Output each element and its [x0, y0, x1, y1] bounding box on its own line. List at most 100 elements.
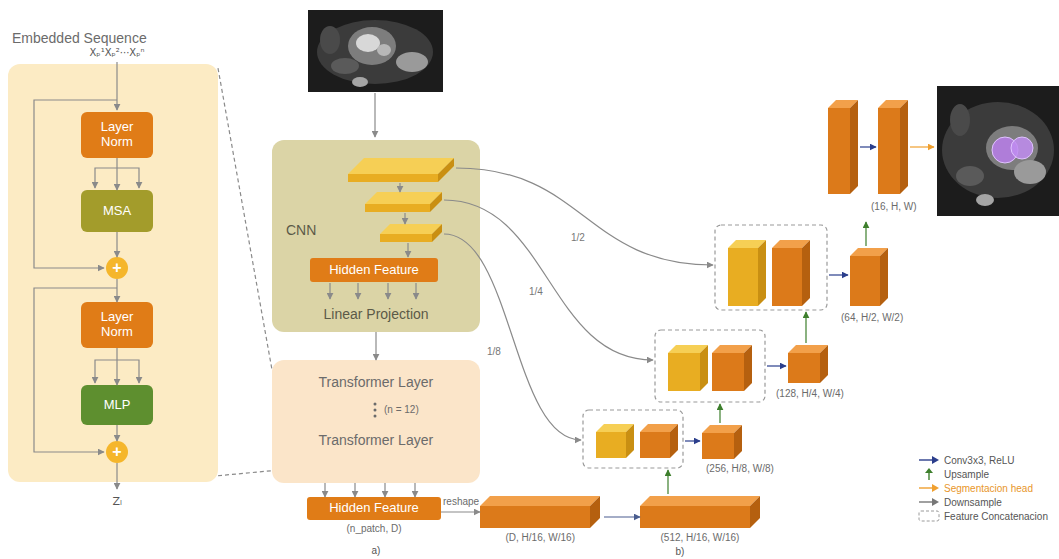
connector-arrow: [116, 232, 117, 257]
branch-arrow: [117, 168, 139, 188]
block-front-face: [728, 248, 758, 306]
hidden-feature-box: Hidden Feature: [310, 258, 438, 282]
connector-arrow: [116, 425, 117, 441]
input-sequence-label-holder: Xₚ¹Xₚ²···Xₚⁿ: [89, 47, 146, 59]
layer-norm-box: Layer Norm: [81, 302, 153, 348]
decoder-feature-cube: [702, 425, 742, 459]
ellipsis-dot: [374, 403, 377, 406]
zoom-guide-line: [218, 471, 272, 476]
tissue-shape: [950, 104, 970, 136]
dimension-label-holder: (256, H/8, W/8): [705, 463, 775, 475]
image-frame: [937, 86, 1059, 216]
legend-dashed-box: [919, 511, 939, 521]
projection-arrow: [415, 283, 416, 299]
tissue-shape: [320, 26, 340, 54]
block-side-face: [880, 248, 888, 306]
connector-arrow: [384, 483, 385, 497]
dimension-label-holder: (512, H/16, W/16): [661, 532, 740, 544]
concatenation-box: [583, 410, 683, 468]
skip-feature-cube: [728, 240, 766, 306]
scale-label-holder: 1/8: [486, 346, 502, 358]
layer-label: Transformer Layer: [319, 432, 434, 448]
legend-item: Feature Concatenacion: [918, 509, 1048, 523]
sum-node: +: [106, 257, 128, 279]
panel-label: Linear Projection: [324, 306, 429, 322]
concatenation-box: [715, 225, 827, 310]
sum-node: +: [106, 441, 128, 463]
encoder-block-panel: Layer NormMSA+Layer NormMLP+Embedded Seq…: [8, 64, 218, 482]
dimension-label: (512, H/16, W/16): [661, 532, 740, 543]
concatenation-box: [655, 330, 765, 402]
block-front-face: [828, 108, 850, 194]
branch-arrow: [117, 360, 139, 383]
legend-label: Segmentacion head: [944, 483, 1033, 494]
segmentation-head-arrow: [910, 146, 934, 147]
upsample-arrow: [805, 312, 806, 343]
zoom-guide-line: [218, 68, 272, 370]
skip-connection: [444, 200, 653, 360]
legend-arrow-line: [928, 472, 929, 480]
block-side-face: [900, 100, 908, 194]
block-label: Layer Norm: [101, 309, 134, 339]
tissue-shape: [396, 52, 428, 72]
block-label-holder: MLP: [104, 398, 131, 413]
connector-arrow: [375, 332, 376, 360]
section-heading-holder: Embedded Sequence: [12, 30, 147, 47]
scale-label-holder: 1/4: [528, 286, 544, 298]
block-front-face: [788, 353, 820, 383]
dimension-label: (D, H/16, W/16): [506, 532, 575, 543]
block-side-face: [820, 345, 828, 383]
block-front-face: [640, 506, 750, 528]
block-label: Hidden Feature: [329, 262, 419, 277]
block-side-face: [432, 224, 442, 242]
legend-item: Conv3x3, ReLU: [918, 453, 1015, 467]
image-frame: [308, 10, 443, 92]
dimension-label: (64, H/2, W/2): [840, 312, 904, 323]
upsample-arrow: [719, 404, 720, 423]
sum-symbol-holder: +: [112, 444, 121, 460]
subfigure-label-holder: b): [675, 546, 686, 558]
legend-arrow-line: [919, 501, 933, 502]
edge-label: reshape: [442, 496, 480, 507]
sum-symbol: +: [112, 443, 121, 460]
block-top-face: [480, 496, 600, 506]
section-heading: Embedded Sequence: [12, 30, 147, 46]
output-arrow: [116, 463, 117, 489]
cnn-feature-slab: [365, 192, 442, 212]
decoder-feature-block: [878, 100, 908, 194]
skip-connection: [444, 234, 581, 440]
residual-line: [34, 288, 117, 452]
conv-arrow: [860, 146, 876, 147]
panel-label-holder: Linear Projection: [324, 306, 429, 323]
subfigure-label-holder: a): [371, 545, 382, 557]
panel-title-holder: CNN: [286, 222, 316, 239]
block-front-face: [850, 256, 880, 306]
legend-arrowhead: [932, 498, 939, 506]
block-label-holder: Layer Norm: [85, 120, 149, 150]
decoder-feature-block: [828, 100, 858, 194]
segmentation-mask: [1011, 137, 1033, 159]
dimension-label: (256, H/8, W/8): [705, 463, 775, 474]
skip-feature-cube: [668, 345, 708, 391]
decoder-feature-cube: [788, 345, 828, 383]
legend-arrow-line: [919, 459, 933, 460]
tissue-shape: [377, 44, 391, 56]
legend-swatch: [918, 468, 940, 480]
block-front-face: [668, 353, 700, 391]
dimension-label-holder: (D, H/16, W/16): [506, 532, 575, 544]
transformer-panel: Transformer Layer(n = 12)Transformer Lay…: [272, 360, 480, 483]
block-side-face: [590, 496, 600, 528]
scale-label: 1/4: [528, 286, 544, 297]
tissue-shape: [331, 58, 359, 74]
scale-label: 1/2: [570, 232, 586, 243]
projection-arrow: [387, 283, 388, 299]
block-side-face: [626, 424, 634, 458]
upsample-arrow: [865, 222, 866, 246]
feature-map-block: [640, 496, 760, 528]
feature-map-block: [480, 496, 600, 528]
legend-label: Feature Concatenacion: [944, 511, 1048, 522]
scale-label: 1/8: [486, 346, 502, 357]
legend-arrowhead: [932, 484, 939, 492]
block-side-face: [430, 192, 442, 212]
